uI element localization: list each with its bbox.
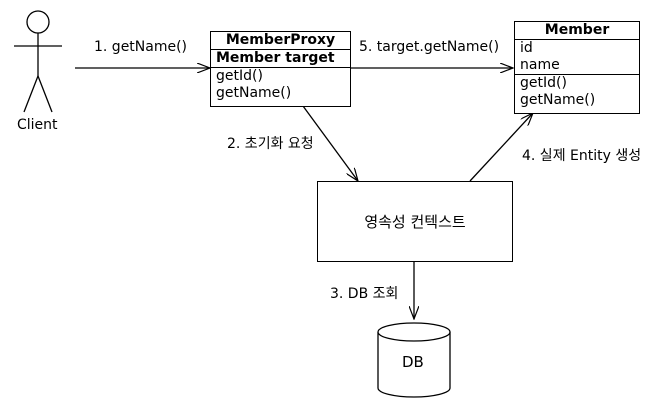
step5-label: 5. target.getName(): [359, 39, 500, 55]
client-label: Client: [17, 117, 58, 133]
member-method: getId(): [515, 74, 639, 92]
member-method: getName(): [520, 92, 596, 108]
persistence-context-label: 영속성 컨텍스트: [364, 213, 466, 231]
step1-label: 1. getName(): [94, 39, 188, 55]
member-title: Member: [515, 22, 639, 40]
step2-label: 2. 초기화 요청: [227, 136, 314, 152]
database-cylinder-icon: [377, 322, 451, 398]
member-field: id: [520, 40, 533, 56]
step4-label: 4. 실제 Entity 생성: [522, 148, 642, 164]
member-proxy-method: getName(): [216, 85, 292, 101]
arrow-create-entity: [469, 113, 533, 182]
arrow-init-request: [302, 105, 358, 181]
client-actor-icon: [14, 10, 62, 113]
member-proxy-field: Member target: [211, 50, 350, 68]
member-proxy-method: getId(): [216, 68, 263, 84]
persistence-context-box: 영속성 컨텍스트: [317, 181, 513, 262]
step3-label: 3. DB 조회: [330, 286, 399, 302]
db-label: DB: [402, 353, 424, 371]
member-proxy-class: MemberProxy Member target getId() getNam…: [210, 31, 351, 107]
member-field: name: [520, 57, 560, 73]
member-proxy-title: MemberProxy: [211, 32, 350, 50]
member-class: Member id name getId() getName(): [514, 21, 640, 114]
